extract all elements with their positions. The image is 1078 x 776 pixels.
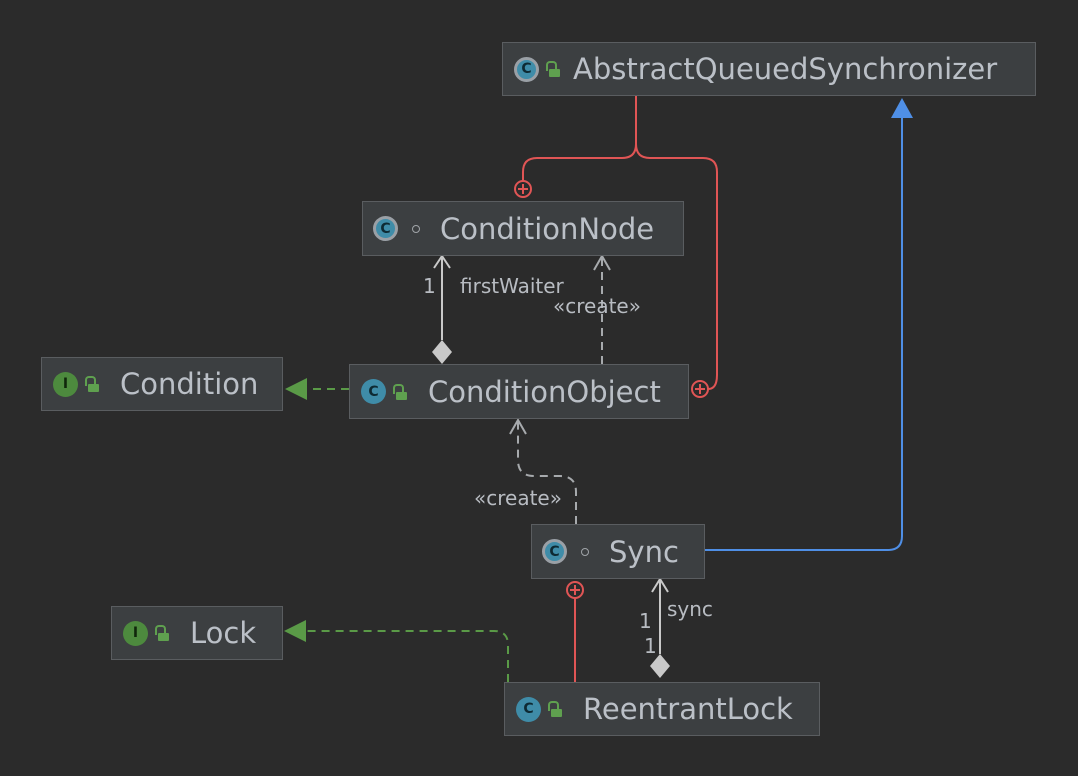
public-lock-icon (155, 625, 170, 641)
node-abstract-queued-synchronizer[interactable]: C AbstractQueuedSynchronizer (502, 42, 1036, 96)
node-condition-object[interactable]: C ConditionObject (349, 364, 689, 419)
inner-class-edge-aqs-conditionnode (514, 96, 637, 198)
class-icon: C (361, 379, 386, 404)
composition-edge-firstwaiter (432, 254, 452, 364)
extends-edge-sync-aqs (705, 98, 913, 551)
node-sync[interactable]: C Sync (531, 524, 705, 579)
edge-label-firstwaiter-multiplicity: 1 (423, 274, 436, 298)
abstract-class-icon: C (542, 539, 567, 564)
node-name: Sync (609, 534, 679, 569)
public-lock-icon (546, 61, 561, 77)
edge-label-create-conditionnode: «create» (553, 294, 641, 318)
node-condition[interactable]: I Condition (41, 357, 283, 411)
package-private-icon (581, 547, 589, 556)
edge-label-sync-multiplicity-top: 1 (639, 609, 652, 633)
edge-label-sync: sync (667, 597, 713, 621)
node-name: Condition (120, 367, 259, 401)
edge-label-create-conditionobject: «create» (474, 486, 562, 510)
node-name: ConditionNode (440, 211, 655, 246)
implements-edge-conditionobject-condition (285, 378, 349, 400)
edge-label-sync-multiplicity-bottom: 1 (644, 634, 657, 658)
public-lock-icon (393, 383, 408, 400)
dependency-edge-create-conditionnode (593, 253, 611, 364)
node-lock[interactable]: I Lock (111, 606, 283, 660)
edge-label-firstwaiter: firstWaiter (460, 274, 564, 298)
public-lock-icon (85, 376, 100, 392)
node-condition-node[interactable]: C ConditionNode (362, 201, 684, 256)
node-reentrant-lock[interactable]: C ReentrantLock (504, 682, 820, 736)
public-lock-icon (548, 701, 563, 717)
dependency-edge-create-conditionobject (509, 417, 577, 524)
package-private-icon (412, 224, 420, 233)
abstract-class-icon: C (514, 56, 539, 82)
inner-class-edge-aqs-conditionobject (635, 143, 718, 398)
node-name: AbstractQueuedSynchronizer (573, 52, 998, 86)
interface-icon: I (123, 620, 148, 646)
inner-class-edge-reentrantlock-sync (566, 581, 584, 682)
interface-icon: I (53, 371, 78, 397)
composition-edge-sync (650, 577, 670, 678)
node-name: ReentrantLock (583, 692, 793, 726)
node-name: Lock (190, 616, 257, 650)
class-icon: C (516, 696, 541, 722)
implements-edge-reentrantlock-lock (284, 620, 509, 682)
abstract-class-icon: C (373, 216, 398, 241)
node-name: ConditionObject (428, 374, 661, 409)
